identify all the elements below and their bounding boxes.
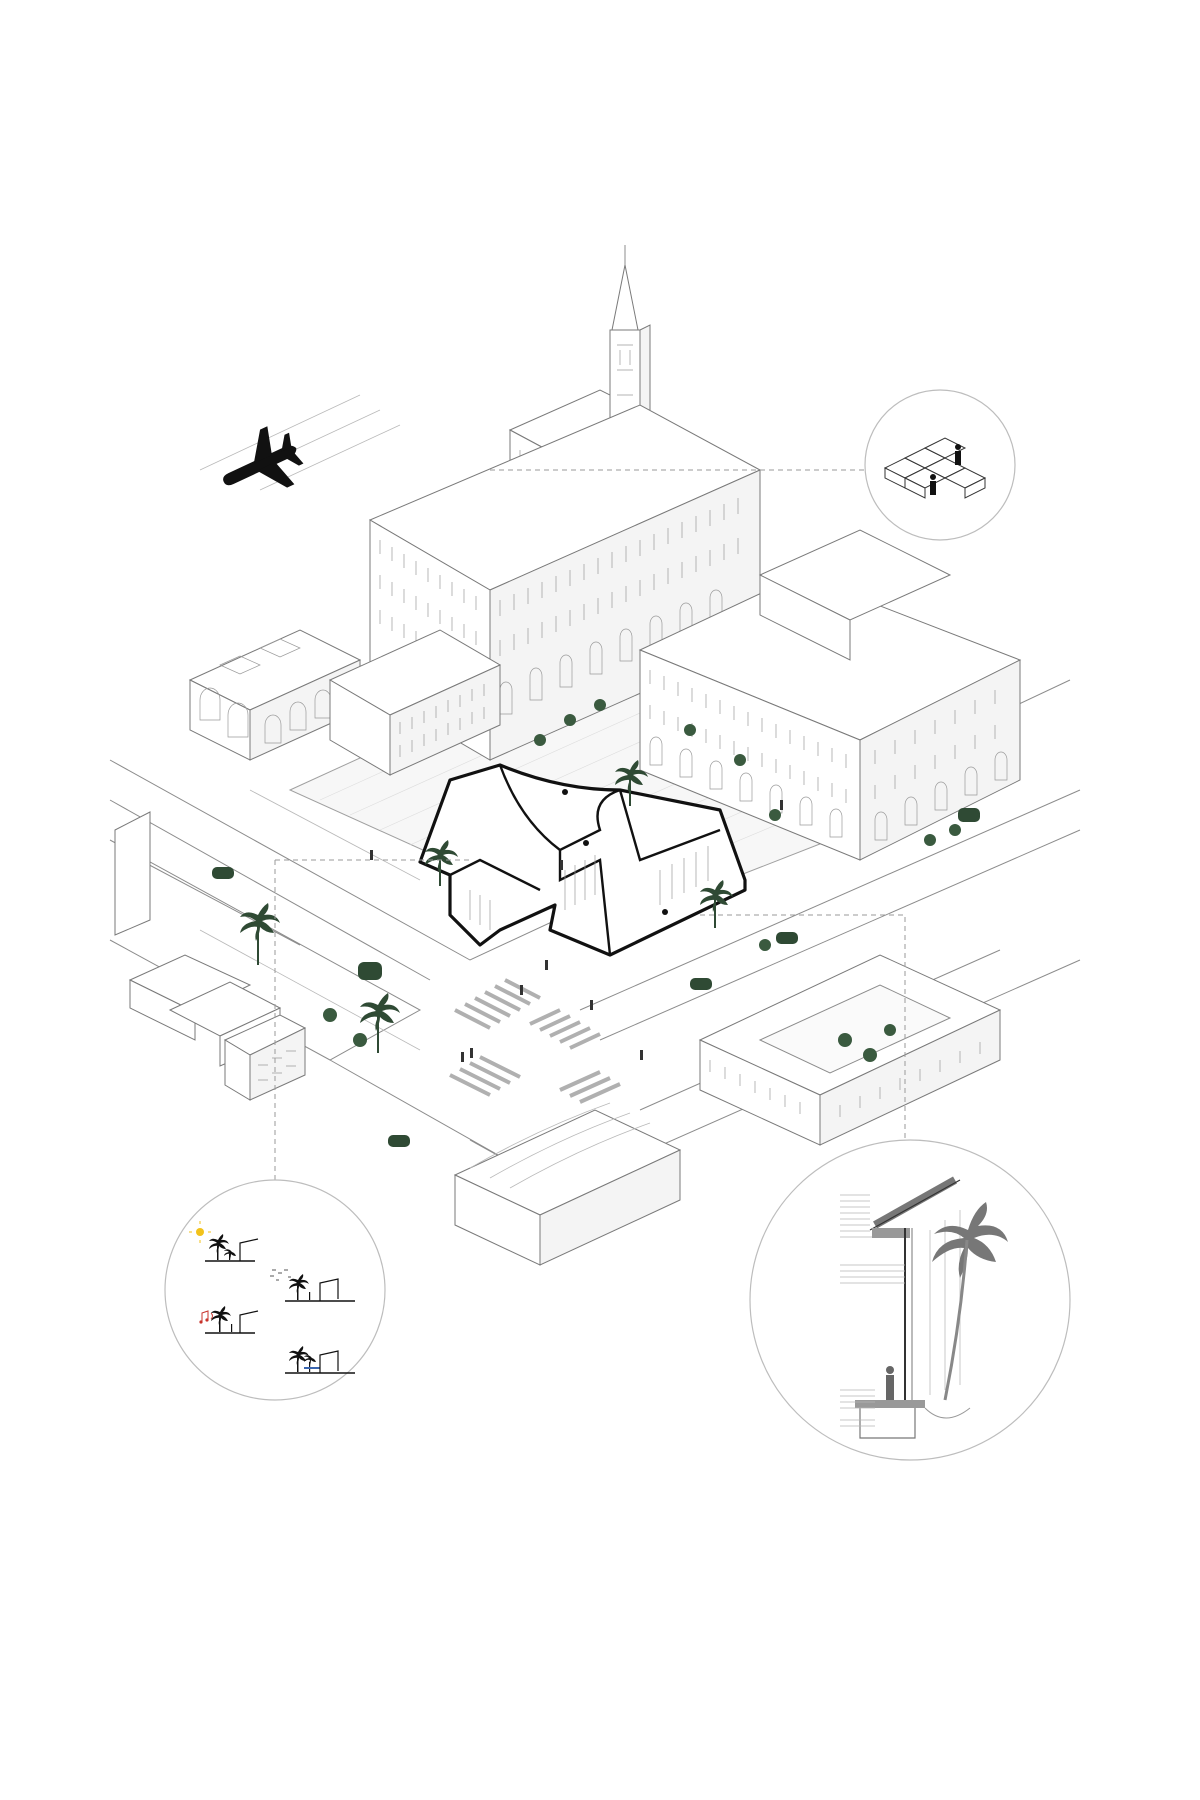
airplane-icon — [223, 426, 304, 488]
climate-callout — [164, 1179, 386, 1401]
music-note-icon — [199, 1310, 213, 1324]
palm-tree-icon — [240, 903, 280, 965]
project-building — [418, 763, 747, 957]
car-icon — [690, 978, 712, 990]
palm-tree-icon — [425, 840, 458, 886]
left-front-block — [328, 629, 502, 776]
palm-tree-icon — [700, 880, 733, 928]
car-icon — [388, 1135, 410, 1147]
sun-icon — [189, 1221, 211, 1243]
person-icon — [930, 474, 936, 495]
palm-tree-icon — [360, 993, 400, 1053]
west-buildings — [114, 811, 307, 1101]
modules-callout — [864, 389, 1016, 541]
south-hall — [453, 1102, 682, 1266]
person-icon — [955, 444, 961, 465]
palm-tree-icon — [615, 760, 648, 806]
car-icon — [212, 867, 234, 879]
car-icon — [958, 808, 980, 822]
callout-lines — [274, 469, 906, 1180]
crosswalks — [449, 978, 621, 1104]
section-callout — [749, 1139, 1071, 1461]
right-block — [638, 529, 1022, 861]
courtyard-building — [698, 954, 1002, 1146]
person-icon — [886, 1366, 894, 1400]
car-icon — [358, 962, 382, 980]
trees — [240, 699, 961, 1062]
cars — [212, 808, 980, 1147]
palm-tree-icon — [932, 1202, 1008, 1401]
people — [370, 800, 783, 1062]
car-icon — [776, 932, 798, 944]
wind-icon — [270, 1269, 291, 1281]
